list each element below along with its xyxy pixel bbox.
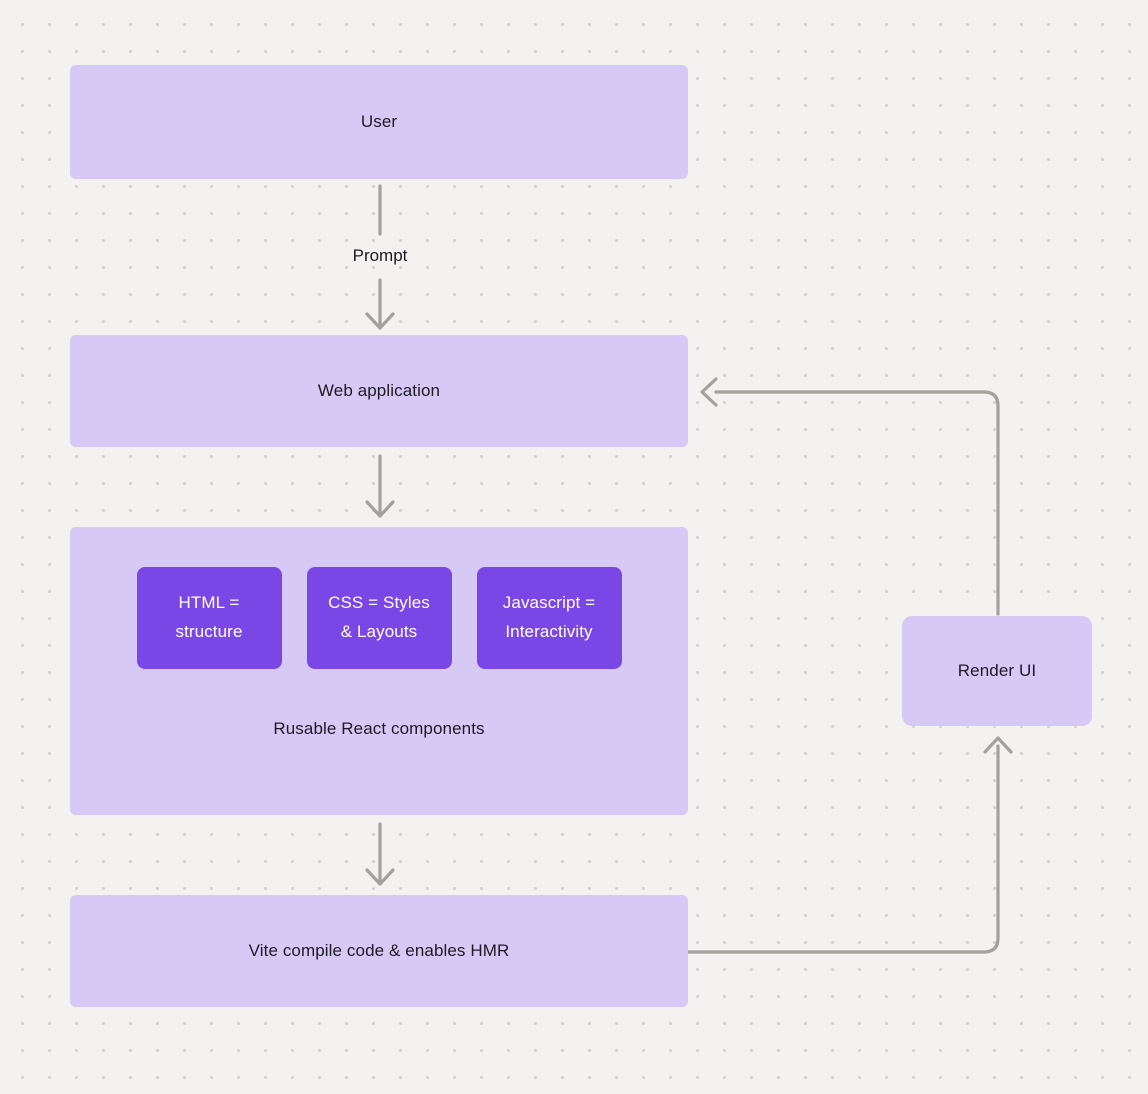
node-render-ui[interactable]: Render UI	[902, 616, 1092, 726]
node-html[interactable]: HTML = structure	[136, 567, 282, 669]
connector-renderui-webapp	[714, 390, 1000, 616]
node-html-label-line1: HTML =	[178, 593, 240, 613]
arrow-down-icon	[365, 312, 395, 330]
node-css-label-line1: CSS = Styles	[328, 593, 430, 613]
arrow-down-icon	[365, 868, 395, 886]
node-html-label-line2: structure	[175, 622, 243, 641]
node-css-label-line2: & Layouts	[340, 622, 418, 641]
node-javascript-label-line2: Interactivity	[505, 622, 593, 641]
arrow-down-icon	[365, 500, 395, 518]
node-javascript-label-line1: Javascript =	[502, 593, 596, 613]
node-vite-label: Vite compile code & enables HMR	[248, 941, 510, 960]
node-css[interactable]: CSS = Styles & Layouts	[306, 567, 452, 669]
arrow-up-icon	[983, 736, 1013, 754]
node-web-application[interactable]: Web application	[70, 335, 688, 447]
node-render-ui-label: Render UI	[957, 661, 1037, 680]
components-row: HTML = structure CSS = Styles & Layouts …	[136, 567, 622, 669]
node-react-components-group[interactable]: HTML = structure CSS = Styles & Layouts …	[70, 527, 688, 815]
edge-label-prompt: Prompt	[352, 246, 408, 265]
node-javascript[interactable]: Javascript = Interactivity	[476, 567, 622, 669]
node-vite[interactable]: Vite compile code & enables HMR	[70, 895, 688, 1007]
group-caption: Rusable React components	[273, 719, 485, 738]
node-web-application-label: Web application	[317, 381, 441, 400]
arrow-left-icon	[700, 377, 718, 407]
connector-vite-renderui	[686, 744, 1000, 954]
node-user[interactable]: User	[70, 65, 688, 179]
node-user-label: User	[360, 112, 398, 131]
